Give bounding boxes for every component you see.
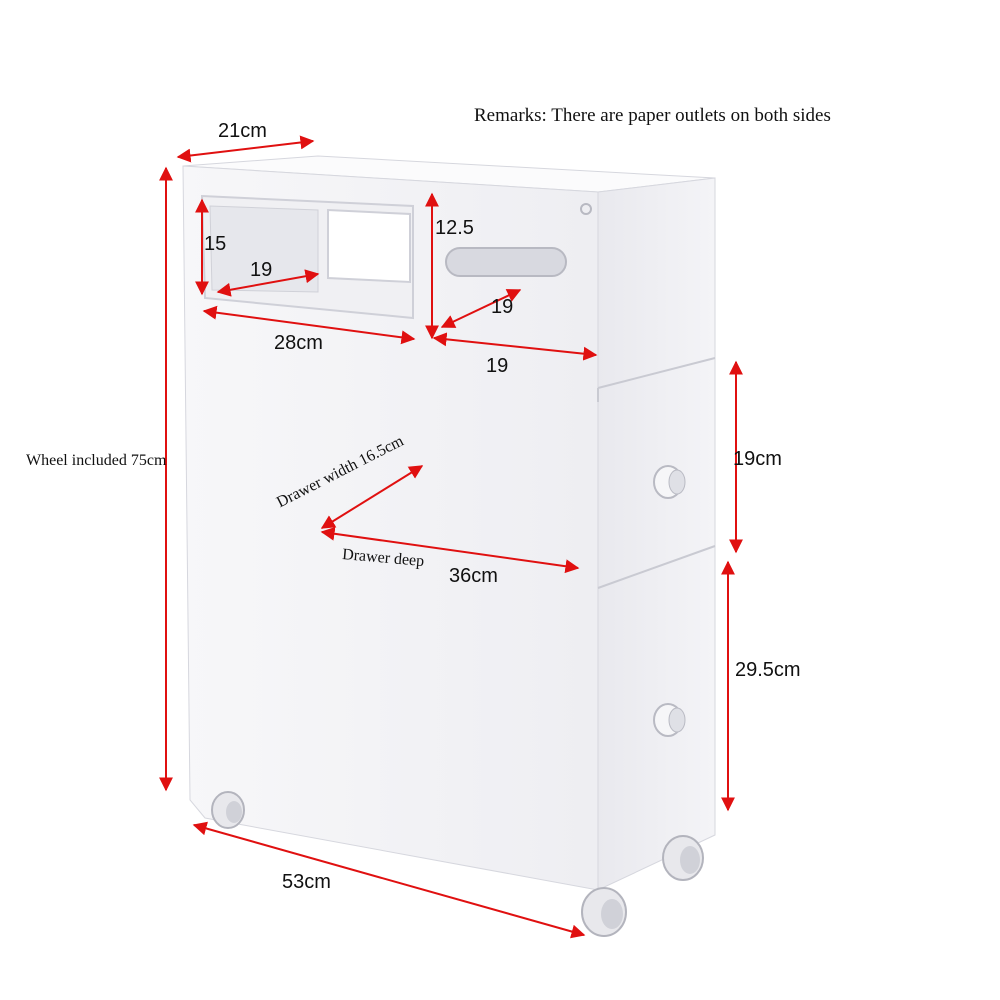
arrow-front-box-depth — [216, 269, 320, 297]
side-screw — [580, 203, 592, 215]
label-drawer-deep-value: 36cm — [449, 565, 498, 587]
label-side-box-height: 12.5 — [435, 217, 474, 239]
front-compartment-window — [327, 208, 411, 284]
arrow-base-length — [192, 821, 586, 939]
side-tissue-slot — [445, 247, 567, 277]
arrow-side-box-width — [432, 332, 598, 361]
label-top-depth: 21cm — [218, 120, 267, 142]
label-base-length: 53cm — [282, 871, 331, 893]
arrow-front-width — [202, 305, 416, 345]
cabinet-side-face — [597, 177, 716, 891]
arrow-drawer-deep — [320, 526, 580, 574]
wheel-front — [581, 887, 627, 937]
label-drawer2-height: 29.5cm — [735, 659, 801, 681]
label-front-box-depth: 19 — [250, 259, 273, 281]
label-front-width: 28cm — [274, 332, 323, 354]
drawer-seam-upper — [597, 357, 716, 389]
arrow-drawer-width — [320, 465, 424, 529]
remark-text: Remarks: There are paper outlets on both… — [474, 105, 831, 126]
arrow-top-depth — [176, 135, 315, 163]
wheel-back-left — [211, 791, 245, 829]
label-side-box-depth: 19 — [491, 296, 514, 318]
label-front-box-height: 15 — [204, 233, 227, 255]
label-total-height: Wheel included 75cm — [26, 452, 167, 469]
drawer-knob-upper — [653, 465, 686, 499]
arrow-side-box-depth — [440, 289, 522, 328]
drawer-seam-lower — [597, 545, 716, 589]
wheel-back-right — [662, 835, 704, 881]
label-side-box-width: 19 — [486, 355, 509, 377]
drawer-knob-lower — [653, 703, 686, 737]
label-drawer1-height: 19cm — [733, 448, 782, 470]
